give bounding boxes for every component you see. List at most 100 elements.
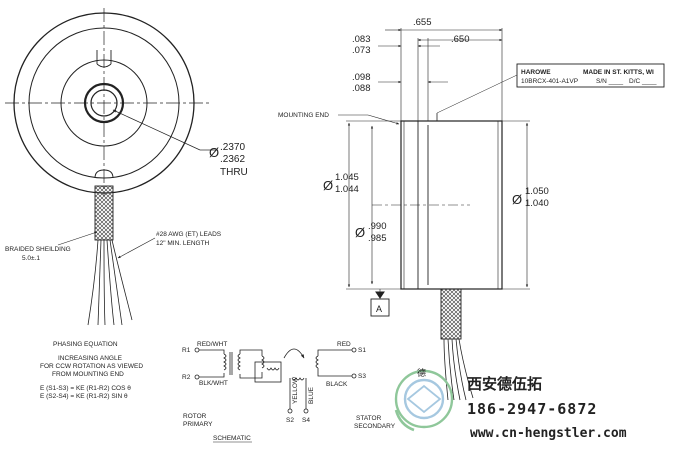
rotor-sec-wire-bot [239,372,263,379]
top-notch [96,50,112,68]
label-secondary: SECONDARY [354,423,396,430]
housing-rim-circle [28,27,180,179]
dia-1040-text: 1.040 [525,198,549,209]
lead-boss [94,169,114,179]
datum-box [370,298,390,317]
braid-label-line2: 5.0±.1 [22,255,40,262]
stator-wire-s1 [317,349,352,356]
terminal-r2 [194,374,200,380]
dia-1045-text: 1.045 [335,172,359,183]
label-red-wht: RED/WHT [197,341,227,348]
watermark: 德 西安德伍拓 186-2947-6872 www.cn-hengstler.c… [394,367,627,441]
side-lead-wire [455,338,467,401]
dim-650-text: .650 [451,34,470,45]
schematic-labels: R1 R2 RED/WHT BLK/WHT RED BLACK S1 S3 S2… [182,341,396,442]
stator-coil-2 [291,377,305,381]
hole-dim-leader [112,109,201,151]
label-plate-leader [436,74,518,114]
mounting-end-label: MOUNTING END [278,112,329,119]
terminal-s1 [351,347,357,353]
inner-bore-circle [60,59,148,147]
terminal-s4 [303,408,309,414]
label-made-in: MADE IN ST. KITTS, WI [583,69,654,76]
seal-outer-ring [394,369,454,429]
label-r1: R1 [182,347,191,354]
seal-inner-ring [403,378,445,420]
phasing-line1: INCREASING ANGLE [58,355,123,362]
label-blue: BLUE [308,386,315,404]
lead-wire [97,239,102,326]
dia-symbol-1045: Ø [323,178,333,193]
side-lead-wire [443,338,449,401]
schematic-title: SCHEMATIC [213,435,251,442]
dia-1050-text: 1.050 [525,186,549,197]
label-primary: PRIMARY [183,421,213,428]
dim-073-text: .073 [352,45,371,56]
dim-088-text: .088 [352,83,371,94]
label-s4: S4 [302,417,310,424]
hole-dia-max: .2370 [220,142,245,153]
watermark-phone: 186-2947-6872 [467,400,597,418]
shaft-hole-circle [90,89,118,117]
braid-label-line1: BRAIDED SHEILDING [5,246,71,253]
dim-098-text: .098 [352,72,371,83]
awg-label-line1: #28 AWG (ET) LEADS [156,231,222,238]
lead-wire [106,239,115,326]
stator-wire-s3 [317,368,352,377]
thru-label: THRU [220,167,248,178]
label-rotor: ROTOR [183,413,207,420]
side-lead-wire [458,338,474,399]
dia-symbol-1050: Ø [512,192,522,207]
rotor-primary-coil [223,353,227,371]
phasing-eq2: E (S2-S4) = KE (R1-R2) SIN θ [40,393,128,400]
label-s2: S2 [286,417,294,424]
terminal-r1 [194,347,200,353]
label-plate-box [516,63,665,88]
rotor-secondary-coil [237,353,241,371]
braid-leader [57,231,98,246]
dia-985-text: .985 [368,233,387,244]
datum-label: A [376,304,382,314]
phasing-eq1: E (S1-S3) = KE (R1-R2) COS θ [40,385,131,392]
terminal-s3 [351,373,357,379]
top-view [5,8,216,326]
terminal-s2 [287,408,293,414]
label-yellow: YELLOW [292,376,299,404]
awg-label-line2: 12" MIN. LENGTH [156,240,210,247]
watermark-seal [394,369,454,432]
hole-dia-symbol: Ø [209,145,219,160]
label-dc: D/C ____ [629,78,657,85]
lead-wire [87,239,99,326]
seal-text: 德 [417,367,426,379]
side-braided-sleeve [440,288,462,340]
label-r2: R2 [182,374,191,381]
label-sn: S/N ____ [596,78,623,85]
side-lead-wire [451,338,461,401]
dia-990-text: .990 [368,221,387,232]
datum-triangle [375,291,385,299]
rotor-sec-wire-top [239,349,263,356]
label-part-no: 10BRCX-401-A1VP [521,78,578,85]
label-s1: S1 [358,347,366,354]
label-brand: HAROWE [521,69,551,76]
label-s3: S3 [358,373,366,380]
awg-leader [117,237,156,259]
side-lead-wire [447,338,455,401]
label-stator: STATOR [356,415,382,422]
braided-shielding [94,185,114,241]
top-view-labels: Ø .2370 .2362 THRU #28 AWG (ET) LEADS 12… [5,142,248,262]
label-black: BLACK [326,381,348,388]
label-red: RED [337,341,351,348]
dia-1044-text: 1.044 [335,184,359,195]
phasing-line2: FOR CCW ROTATION AS VIEWED [40,363,143,370]
rotor-leads [199,349,225,378]
dim-655-text: .655 [413,17,432,28]
watermark-url: www.cn-hengstler.com [470,426,627,441]
label-blk-wht: BLK/WHT [199,380,228,387]
rotor-box [254,361,282,383]
lead-wire [103,239,106,326]
lead-wire [109,239,123,326]
hub-circle [83,82,125,124]
